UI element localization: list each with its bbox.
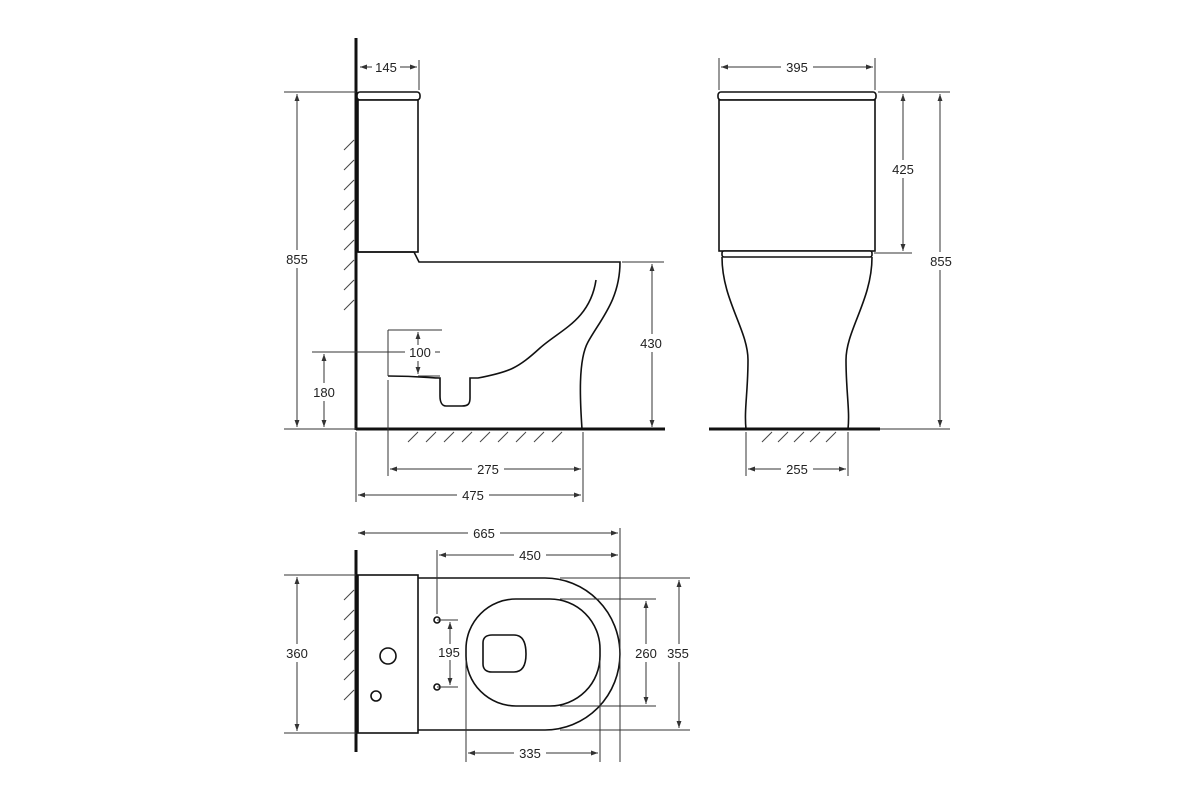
dim-top-tank-width: 360	[282, 574, 356, 734]
dim-label-395: 395	[786, 60, 808, 75]
side-view: 145 855 180 100 430	[282, 38, 668, 503]
top-inner-bowl	[482, 634, 527, 673]
top-inlet-hole	[370, 690, 382, 702]
dim-label-260: 260	[635, 646, 657, 661]
dim-label-195: 195	[438, 645, 460, 660]
front-view: 395 425 855 255	[709, 58, 958, 477]
dim-side-tank-depth: 145	[360, 59, 420, 90]
dim-label-275: 275	[477, 462, 499, 477]
dim-label-100: 100	[409, 345, 431, 360]
dim-side-outlet-distance: 275	[387, 380, 584, 502]
dim-side-outlet-diameter: 100	[405, 332, 440, 377]
dim-label-425: 425	[892, 162, 914, 177]
top-wall-hatch	[343, 589, 355, 701]
dim-label-855-side: 855	[286, 252, 308, 267]
dim-label-355: 355	[667, 646, 689, 661]
top-tank	[357, 574, 419, 734]
dim-label-360: 360	[286, 646, 308, 661]
dim-top-bowl-width: 355	[560, 577, 695, 731]
side-tank	[357, 99, 419, 253]
side-bowl-body	[358, 251, 621, 430]
front-seat-rim	[721, 250, 873, 258]
dim-front-tank-width: 395	[718, 58, 876, 90]
dim-top-bowl-length: 450	[436, 547, 618, 614]
side-floor-hatch	[407, 431, 563, 443]
dim-front-total-height: 855	[880, 94, 958, 430]
dim-side-base-depth: 475	[355, 432, 581, 503]
side-trapway	[387, 279, 597, 407]
dim-front-base-width: 255	[745, 432, 849, 477]
side-tank-lid	[356, 91, 421, 101]
side-outlet-box	[387, 329, 442, 376]
dim-label-430: 430	[640, 336, 662, 351]
dim-label-855-front: 855	[930, 254, 952, 269]
dim-label-145: 145	[375, 60, 397, 75]
top-seat	[465, 598, 601, 707]
front-tank-lid	[717, 91, 877, 101]
dim-label-665: 665	[473, 526, 495, 541]
dim-top-total-length: 665	[358, 525, 621, 762]
dim-side-total-height: 855	[282, 91, 356, 430]
dim-label-450: 450	[519, 548, 541, 563]
front-bowl-body	[721, 256, 873, 430]
dim-top-seat-length: 335	[465, 660, 601, 762]
top-flush-button	[379, 647, 397, 665]
dim-side-bowl-height: 430	[622, 261, 668, 427]
dim-label-475: 475	[462, 488, 484, 503]
dim-top-seat-width: 260	[560, 598, 662, 707]
dim-label-335: 335	[519, 746, 541, 761]
side-wall-hatch	[343, 139, 355, 311]
front-tank	[718, 99, 876, 252]
dim-side-outlet-height: 180	[309, 351, 440, 427]
dim-top-hole-spacing: 195	[436, 619, 462, 688]
dim-label-255: 255	[786, 462, 808, 477]
front-floor-hatch	[761, 431, 837, 443]
top-view: 665 450 360 195	[282, 525, 695, 762]
dim-front-tank-height: 425	[874, 91, 950, 254]
dim-label-180: 180	[313, 385, 335, 400]
